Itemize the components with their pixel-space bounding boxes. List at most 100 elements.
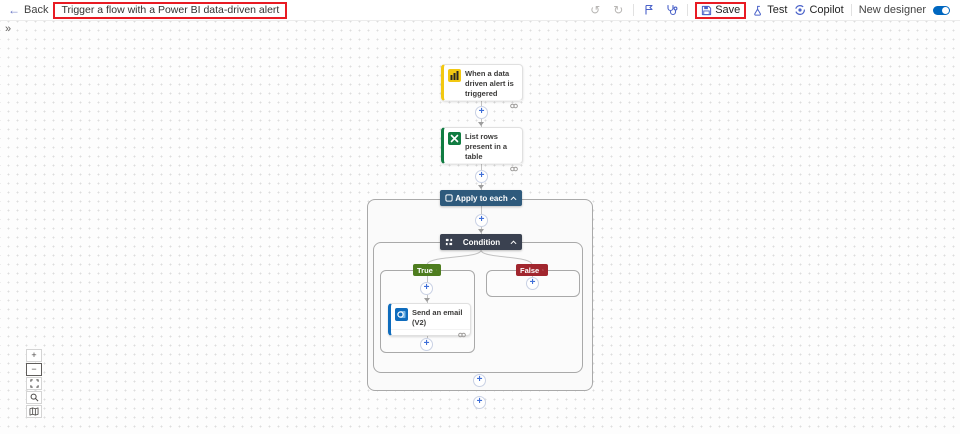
plus-icon: + [478, 170, 485, 181]
save-floppy-icon [702, 5, 712, 15]
connector-line [481, 206, 482, 214]
apply-to-each-label: Apply to each [455, 193, 508, 203]
chevron-up-icon [542, 269, 544, 271]
toolbar-divider [687, 4, 689, 16]
insert-step-button[interactable]: + [420, 338, 433, 351]
redo-icon: ↻ [613, 3, 624, 17]
card-footer [444, 163, 522, 175]
expand-panel-button[interactable]: » [5, 23, 12, 35]
undo-icon: ↺ [590, 3, 601, 17]
connection-link-icon [458, 333, 466, 338]
connection-link-icon [510, 104, 518, 109]
search-canvas-button[interactable] [26, 391, 42, 404]
save-annotation-box: Save [695, 1, 747, 19]
plus-icon: + [529, 277, 536, 288]
plus-icon: + [476, 396, 483, 407]
apply-to-each-header[interactable]: Apply to each [440, 190, 522, 206]
connector-line [481, 101, 482, 106]
toolbar-divider [633, 4, 635, 16]
chevron-up-icon [510, 195, 517, 200]
copilot-label: Copilot [809, 4, 844, 16]
condition-label: Condition [462, 237, 501, 247]
card-main: List rows present in a table [444, 128, 522, 163]
arrowhead-icon [478, 122, 484, 126]
back-button[interactable]: ← Back [0, 4, 48, 16]
true-branch-badge[interactable]: True [413, 264, 441, 276]
condition-header[interactable]: Condition [440, 234, 522, 250]
back-arrow-icon: ← [8, 3, 20, 17]
false-branch-badge[interactable]: False [516, 264, 548, 276]
copilot-icon [795, 4, 806, 16]
save-label: Save [715, 4, 741, 16]
zoom-controls: + − [26, 349, 42, 418]
insert-step-button[interactable]: + [475, 214, 488, 227]
redo-button[interactable]: ↻ [610, 2, 626, 18]
insert-step-button[interactable]: + [420, 282, 433, 295]
flow-title: Trigger a flow with a Power BI data-driv… [61, 4, 280, 16]
insert-step-button[interactable]: + [473, 396, 486, 409]
insert-step-button[interactable]: + [475, 170, 488, 183]
flow-checker-button[interactable] [641, 2, 657, 18]
power-bi-bars-icon [450, 71, 459, 80]
outlook-icon [395, 308, 408, 321]
loop-icon [445, 194, 453, 202]
condition-branch-icon [445, 238, 453, 246]
outlook-o-icon [397, 311, 406, 318]
card-footer [391, 329, 470, 341]
minimap-icon [29, 407, 39, 416]
power-bi-icon [448, 69, 461, 82]
top-toolbar: ← Back Trigger a flow with a Power BI da… [0, 0, 960, 21]
card-footer [444, 100, 522, 112]
send-email-label: Send an email (V2) [412, 308, 463, 328]
fit-view-button[interactable] [26, 377, 42, 390]
save-button[interactable]: Save [701, 4, 740, 16]
flow-checker-flag-icon [645, 4, 653, 15]
new-designer-toggle[interactable] [933, 5, 950, 15]
action-card-send-email[interactable]: Send an email (V2) [388, 303, 471, 338]
undo-button[interactable]: ↺ [587, 2, 603, 18]
title-annotation-box: Trigger a flow with a Power BI data-driv… [53, 1, 288, 19]
copilot-button[interactable]: Copilot [794, 4, 844, 16]
search-icon [30, 393, 38, 402]
trigger-card-power-bi[interactable]: When a data driven alert is triggered [441, 64, 523, 109]
connector-line [481, 164, 482, 170]
toggle-knob [942, 6, 949, 14]
test-button[interactable]: Test [753, 4, 787, 16]
plus-icon: + [476, 374, 483, 385]
test-label: Test [767, 4, 788, 16]
flow-analytics-button[interactable] [664, 2, 680, 18]
card-main: When a data driven alert is triggered [444, 65, 522, 100]
excel-x-icon [450, 134, 459, 143]
toolbar-divider [850, 4, 852, 16]
stethoscope-icon [667, 4, 678, 16]
zoom-out-icon: − [31, 364, 37, 374]
chevron-up-icon [435, 269, 437, 271]
zoom-in-icon: + [31, 350, 37, 360]
connector-line [427, 336, 428, 338]
zoom-in-button[interactable]: + [26, 349, 42, 362]
true-label: True [417, 265, 433, 275]
chevron-up-icon [510, 239, 517, 244]
fit-view-icon [29, 379, 39, 388]
false-label: False [520, 265, 540, 275]
action-card-list-rows[interactable]: List rows present in a table [441, 127, 523, 172]
plus-icon: + [478, 214, 485, 225]
zoom-out-button[interactable]: − [26, 363, 42, 376]
back-label: Back [24, 4, 49, 16]
test-beaker-icon [754, 5, 762, 16]
arrowhead-icon [478, 185, 484, 189]
card-main: Send an email (V2) [391, 304, 470, 329]
new-designer-label: New designer [858, 4, 926, 16]
arrowhead-icon [478, 229, 484, 233]
plus-icon: + [478, 106, 485, 117]
trigger-label: When a data driven alert is triggered [465, 69, 514, 99]
plus-icon: + [423, 338, 430, 349]
insert-step-button[interactable]: + [475, 106, 488, 119]
insert-step-button[interactable]: + [473, 374, 486, 387]
toolbar-actions: ↺ ↻ [587, 1, 960, 19]
connector-line [427, 276, 428, 282]
minimap-button[interactable] [26, 405, 42, 418]
flow-canvas[interactable]: » [0, 21, 960, 434]
insert-step-button[interactable]: + [526, 277, 539, 290]
